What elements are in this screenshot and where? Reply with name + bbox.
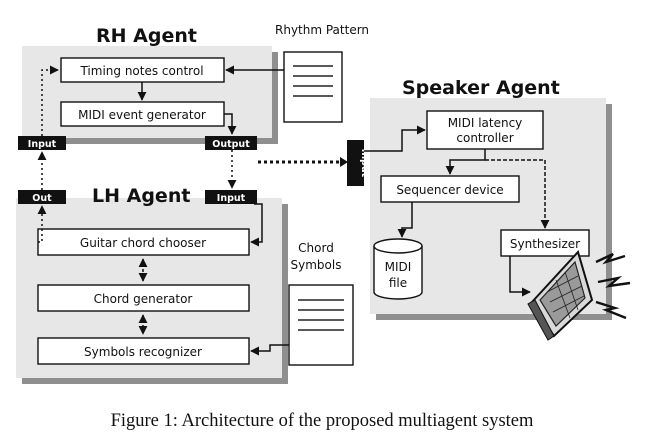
wire-lhinput-to-guitar — [250, 203, 263, 247]
speaker-input-port-label: Input — [359, 149, 370, 178]
chord-symbols-line1: Chord — [298, 241, 334, 255]
lh-agent-title: LH Agent — [92, 185, 190, 207]
wire-output-to-speaker-arrowhead — [340, 157, 348, 167]
rh-input-port-label: Input — [28, 139, 57, 150]
wire-rhinput-to-timing — [41, 65, 59, 136]
symbols-recognizer-label: Symbols recognizer — [84, 345, 202, 359]
speaker-input-port — [347, 140, 364, 186]
rh-output-port — [205, 136, 257, 150]
wire-latency-to-sequencer — [445, 149, 486, 175]
wire-sequencer-to-file — [397, 202, 413, 238]
rhythm-pattern-document: Rhythm Pattern — [275, 23, 369, 123]
sequencer-device-box — [380, 175, 520, 203]
figure-caption: Figure 1: Architecture of the proposed m… — [111, 411, 534, 431]
lh-input-port-label: Input — [217, 193, 246, 204]
speaker-agent-title: Speaker Agent — [402, 77, 560, 99]
lh-input-port — [205, 190, 257, 204]
sound-wave-icon — [595, 252, 631, 320]
wire-guitar-to-out — [37, 205, 47, 243]
midi-latency-controller-line1: MIDI latency — [448, 116, 523, 130]
rh-input-port — [18, 136, 66, 150]
midi-file-line1: MIDI — [385, 260, 412, 274]
wire-latency-to-synth — [485, 159, 550, 229]
wire-spkinput-to-latency — [364, 125, 426, 152]
chord-generator-label: Chord generator — [94, 292, 193, 306]
synthesizer-label: Synthesizer — [510, 237, 580, 251]
rh-agent-title: RH Agent — [96, 25, 197, 47]
lh-out-port — [18, 190, 66, 204]
midi-event-generator-label: MIDI event generator — [78, 108, 206, 122]
guitar-chord-chooser-label: Guitar chord chooser — [80, 236, 206, 250]
wire-chordsym-to-symbols — [250, 344, 289, 356]
rh-output-port-label: Output — [212, 139, 250, 150]
connectors — [37, 65, 550, 356]
chord-symbols-line2: Symbols — [291, 258, 342, 272]
chord-generator-box — [37, 284, 250, 312]
midi-file-cylinder: MIDI file — [373, 238, 423, 300]
lh-agent: LH Agent Out Input Guitar chord chooser … — [16, 185, 288, 384]
wire-midi-to-output — [224, 113, 237, 135]
sequencer-device-label: Sequencer device — [396, 183, 503, 197]
wire-synth-to-speaker — [509, 256, 531, 297]
rh-agent: RH Agent Timing notes control MIDI event… — [18, 25, 278, 150]
symbols-recognizer-box — [37, 337, 250, 365]
lh-out-port-label: Out — [32, 193, 52, 204]
midi-latency-controller-line2: controller — [456, 131, 513, 145]
rhythm-pattern-label: Rhythm Pattern — [275, 23, 369, 37]
timing-notes-control-label: Timing notes control — [79, 64, 203, 78]
synthesizer-box — [500, 229, 590, 257]
speaker-agent: Speaker Agent Input MIDI latency control… — [347, 77, 631, 341]
speaker-icon — [527, 250, 594, 341]
chord-symbols-document: Chord Symbols — [288, 241, 354, 366]
midi-file-line2: file — [389, 276, 407, 290]
